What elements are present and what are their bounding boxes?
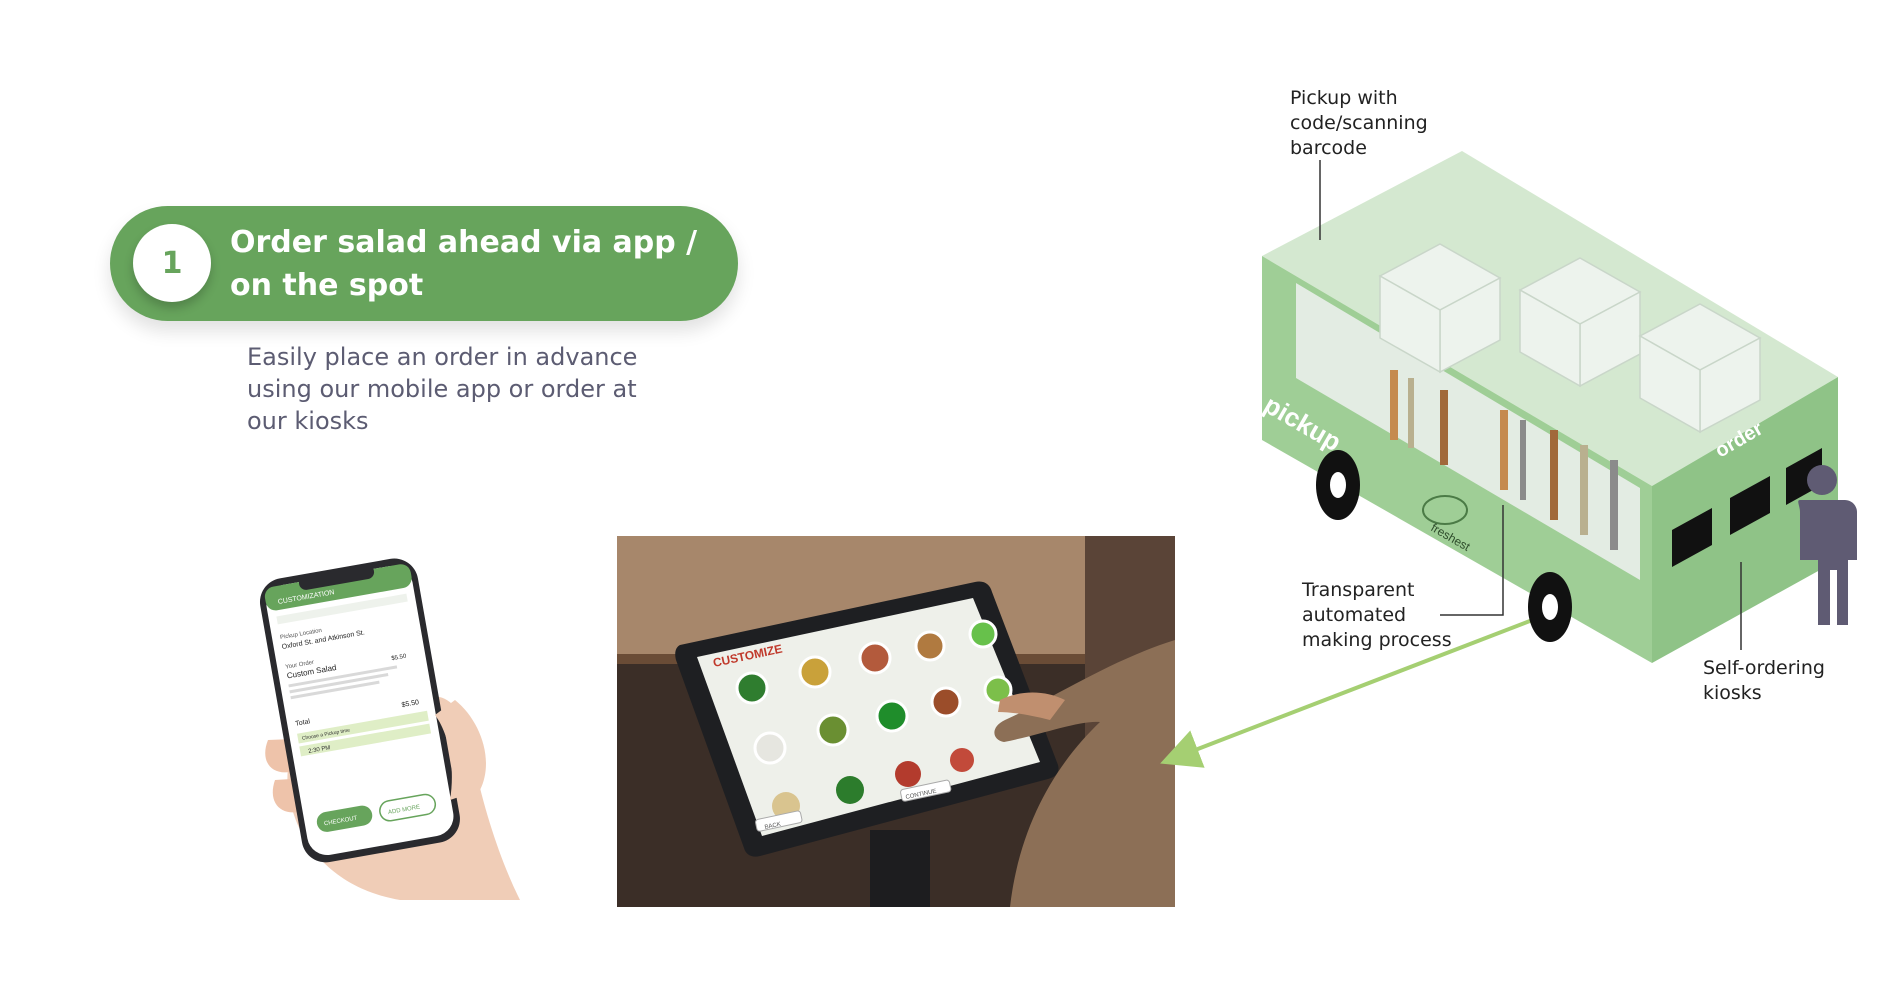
- truck-illustration: pickup order freshest: [1259, 151, 1838, 663]
- phone-notch: [298, 565, 375, 590]
- step-title: Order salad ahead via app / on the spot: [230, 225, 698, 303]
- phone-in-hand-illustration: CUSTOMIZATION Pickup Location Oxford St.…: [259, 558, 520, 900]
- phone-total: $5.50: [401, 699, 420, 709]
- step-description: Easily place an order in advance using o…: [247, 343, 638, 435]
- phone-header: [264, 564, 412, 611]
- kiosk-screen-icon: [1786, 448, 1822, 505]
- step-banner: [110, 206, 738, 321]
- callout-process: Transparent automated making process: [1302, 579, 1452, 651]
- phone-add-more-label: ADD MORE: [388, 805, 421, 817]
- truck-interior-boxes: [1378, 243, 1762, 434]
- callout-kiosks: Self-ordering kiosks: [1703, 657, 1825, 704]
- phone-add-more-button: [379, 793, 437, 822]
- callout-pickup: Pickup with code/scanning barcode: [1290, 87, 1428, 159]
- kiosk-back-button: [755, 810, 803, 832]
- customer-hand: [998, 692, 1065, 720]
- thumb: [435, 700, 486, 800]
- truck-wheel-icon: [1316, 450, 1360, 520]
- kiosk-screen-icon: [1730, 476, 1770, 535]
- kiosk-screen-icon: [1672, 508, 1712, 567]
- truck-machinery: [1390, 370, 1618, 550]
- phone-order-label: Your Order: [285, 660, 315, 671]
- kiosk-stand: [870, 830, 930, 907]
- phone-checkout-button: [316, 805, 373, 832]
- phone-checkout-label: CHECKOUT: [324, 816, 359, 828]
- process-leader-line: [1440, 505, 1504, 616]
- phone-pickup-time: 2:30 PM: [308, 745, 331, 755]
- kiosk-back-label: BACK: [764, 822, 781, 831]
- phone-screen: [266, 565, 454, 856]
- phone-item-price: $5.50: [391, 653, 407, 662]
- leaf-icon: [1422, 495, 1468, 525]
- kiosk-continue-button: [900, 779, 952, 802]
- step-number-badge: 1: [133, 224, 211, 302]
- kiosk-photo: CUSTOMIZE BACK CONTINUE: [617, 536, 1175, 907]
- kiosk-screen: [697, 598, 1040, 836]
- truck-wheel-icon: [1528, 572, 1572, 642]
- phone-total-label: Total: [295, 718, 311, 728]
- person-icon: [1798, 465, 1857, 625]
